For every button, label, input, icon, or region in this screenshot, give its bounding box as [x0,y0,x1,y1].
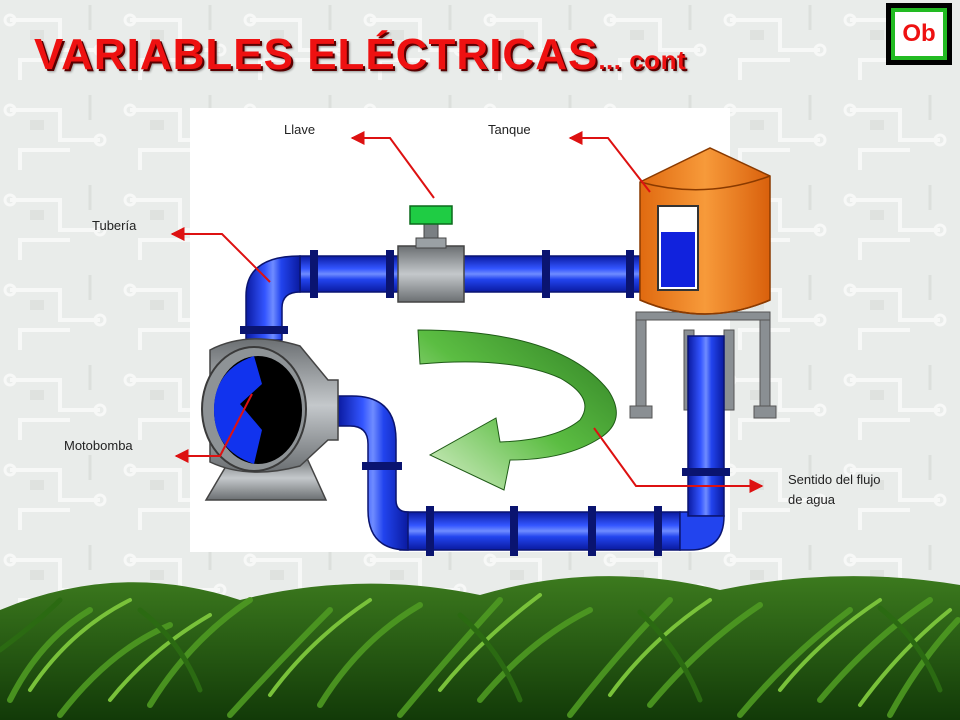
pipe-elbow-bottom-right [679,511,725,551]
label-tanque: Tanque [488,122,531,137]
ob-badge-text: Ob [902,20,936,47]
label-motobomba: Motobomba [64,438,133,453]
label-flujo-line2: de agua [788,492,836,507]
flow-direction-arrow [417,329,617,491]
valve [397,205,465,303]
valve-handle [409,205,453,225]
label-tuberia: Tubería [92,218,137,233]
ob-badge: Ob [886,3,952,65]
pointer-tanque [568,131,651,193]
pointer-motobomba [174,393,253,463]
motor-pump [201,338,339,501]
pipe-pump-outlet [337,395,409,551]
ob-badge-frame: Ob [891,8,947,60]
label-llave: Llave [284,122,315,137]
tank-water-level [661,232,695,287]
label-flujo-line1: Sentido del flujo [788,472,881,487]
pointer-tuberia [170,227,271,283]
pipe-elbow-top-left [245,255,301,341]
title-main: VARIABLES ELÉCTRICAS [34,30,599,79]
pipe-right [687,335,725,517]
pipe-bottom [399,511,681,551]
tank [639,147,771,315]
title-suffix: ... cont [598,45,687,75]
pipe-couplings [240,250,730,556]
pointer-lines [170,131,764,493]
pointer-llave [350,131,435,199]
page-title: VARIABLES ELÉCTRICAS... cont [34,30,686,80]
pipe-top [299,255,641,293]
pointer-flujo [593,427,764,493]
